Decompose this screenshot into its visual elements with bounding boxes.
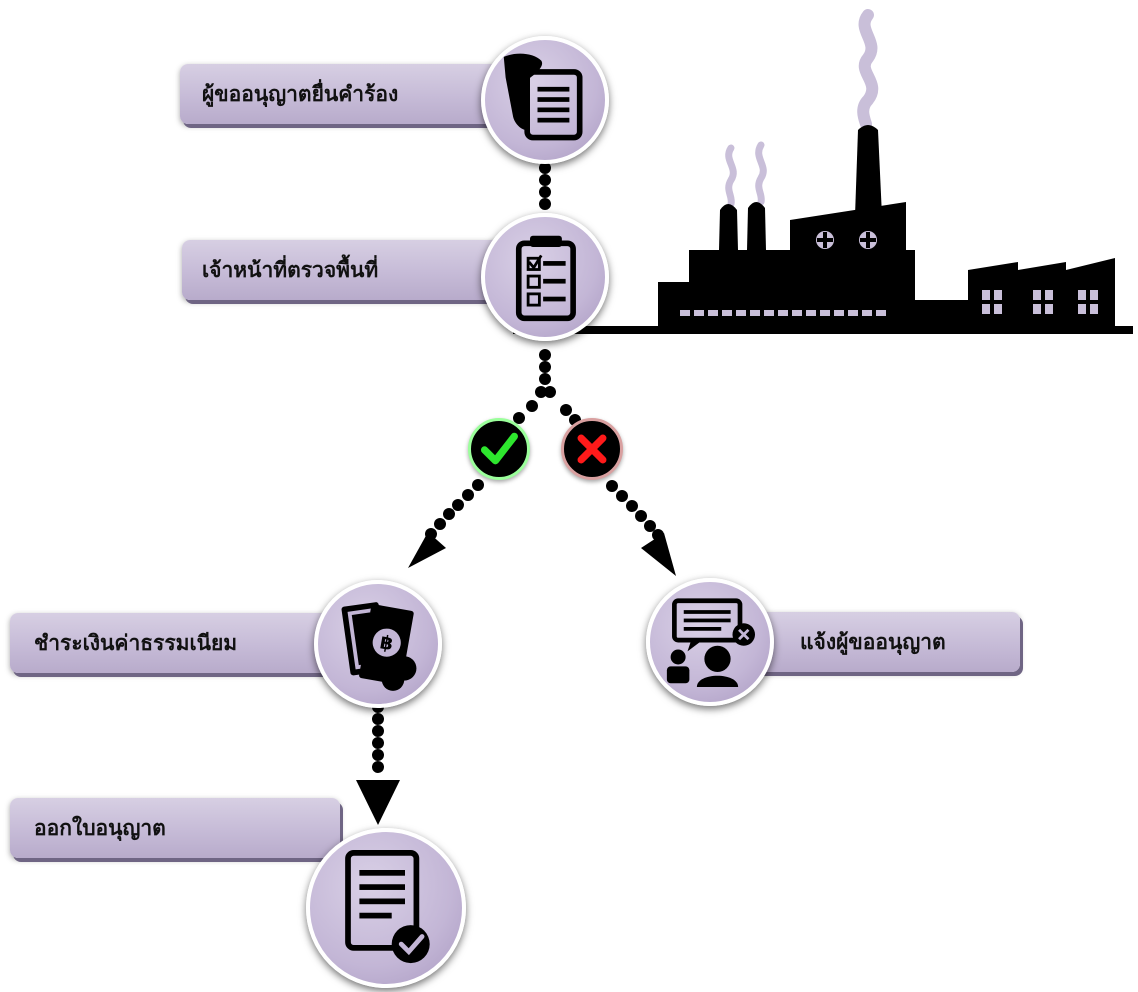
approved-badge xyxy=(468,418,530,480)
step-issue-box: ออกใบอนุญาต xyxy=(10,798,340,858)
arrow-left-down xyxy=(408,532,446,568)
step-notify-node xyxy=(646,578,774,706)
check-icon xyxy=(480,432,518,465)
step-apply-label: ผู้ขออนุญาตยื่นคำร้อง xyxy=(202,81,399,106)
message-people-reject-icon xyxy=(666,598,755,687)
step-issue-label: ออกใบอนุญาต xyxy=(34,815,166,840)
step-inspect-node xyxy=(481,213,609,341)
step-notify-box: แจ้งผู้ขออนุญาต xyxy=(748,612,1020,672)
step-apply-node xyxy=(481,36,609,164)
step-inspect-label: เจ้าหน้าที่ตรวจพื้นที่ xyxy=(202,257,379,282)
banknotes-coins-icon: ฿ xyxy=(341,602,417,691)
step-pay-node: ฿ xyxy=(314,580,442,708)
step-inspect-box: เจ้าหน้าที่ตรวจพื้นที่ xyxy=(182,240,512,300)
step-pay-box: ชำระเงินค่าธรรมเนียม xyxy=(10,613,340,673)
step-pay-label: ชำระเงินค่าธรรมเนียม xyxy=(34,630,238,655)
document-check-icon xyxy=(345,850,430,964)
arrow-right-down xyxy=(641,533,676,576)
step-apply-box: ผู้ขออนุญาตยื่นคำร้อง xyxy=(180,64,510,124)
step-issue-node xyxy=(306,828,466,988)
cross-icon xyxy=(577,434,607,464)
arrow-down xyxy=(356,780,400,825)
step-notify-label: แจ้งผู้ขออนุญาต xyxy=(800,629,946,654)
svg-text:฿: ฿ xyxy=(378,632,394,655)
clipboard-checklist-icon xyxy=(515,235,576,322)
hand-document-icon xyxy=(503,53,583,141)
rejected-badge xyxy=(561,418,623,480)
